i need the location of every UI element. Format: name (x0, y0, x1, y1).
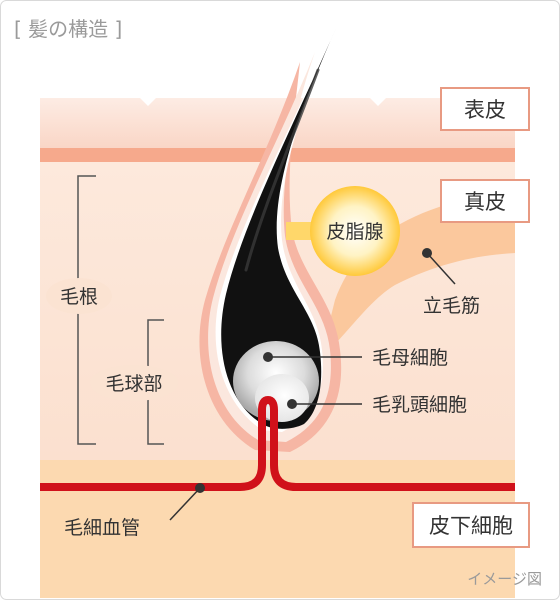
hair-bulb-label: 毛球部 (105, 373, 162, 395)
diagram-title: [ 髪の構造 ] (14, 17, 122, 41)
subcutaneous-label: 皮下細胞 (429, 514, 513, 538)
epidermis-label: 表皮 (464, 98, 506, 122)
capillary-leader (169, 487, 201, 521)
image-note: イメージ図 (467, 570, 542, 588)
dermal-papilla (255, 374, 309, 422)
sebaceous-gland-label: 皮脂腺 (326, 221, 383, 243)
skin-cross-section (40, 98, 515, 598)
arrector-pili-leader (426, 252, 456, 285)
arrector-pili-muscle (320, 192, 515, 360)
dermis-label-box (440, 179, 530, 223)
sebaceous-duct (286, 222, 316, 240)
hair-bulb-label-bg (90, 365, 178, 401)
capillary-loop (258, 396, 278, 458)
hair-highlight (244, 68, 320, 272)
hair-shaft (221, 28, 336, 429)
sebaceous-gland (310, 186, 400, 276)
hair-matrix-label: 毛母細胞 (372, 347, 448, 369)
dermis-label: 真皮 (464, 190, 506, 214)
hair-root-label-bg (46, 278, 112, 314)
dermal-papilla-label: 毛乳頭細胞 (372, 394, 467, 416)
subcutaneous-label-box (412, 502, 530, 548)
epidermis-label-box (440, 87, 530, 131)
hair-root-label: 毛根 (60, 286, 98, 308)
capillary-label: 毛細血管 (64, 517, 140, 539)
arrector-pili-label: 立毛筋 (423, 295, 480, 317)
